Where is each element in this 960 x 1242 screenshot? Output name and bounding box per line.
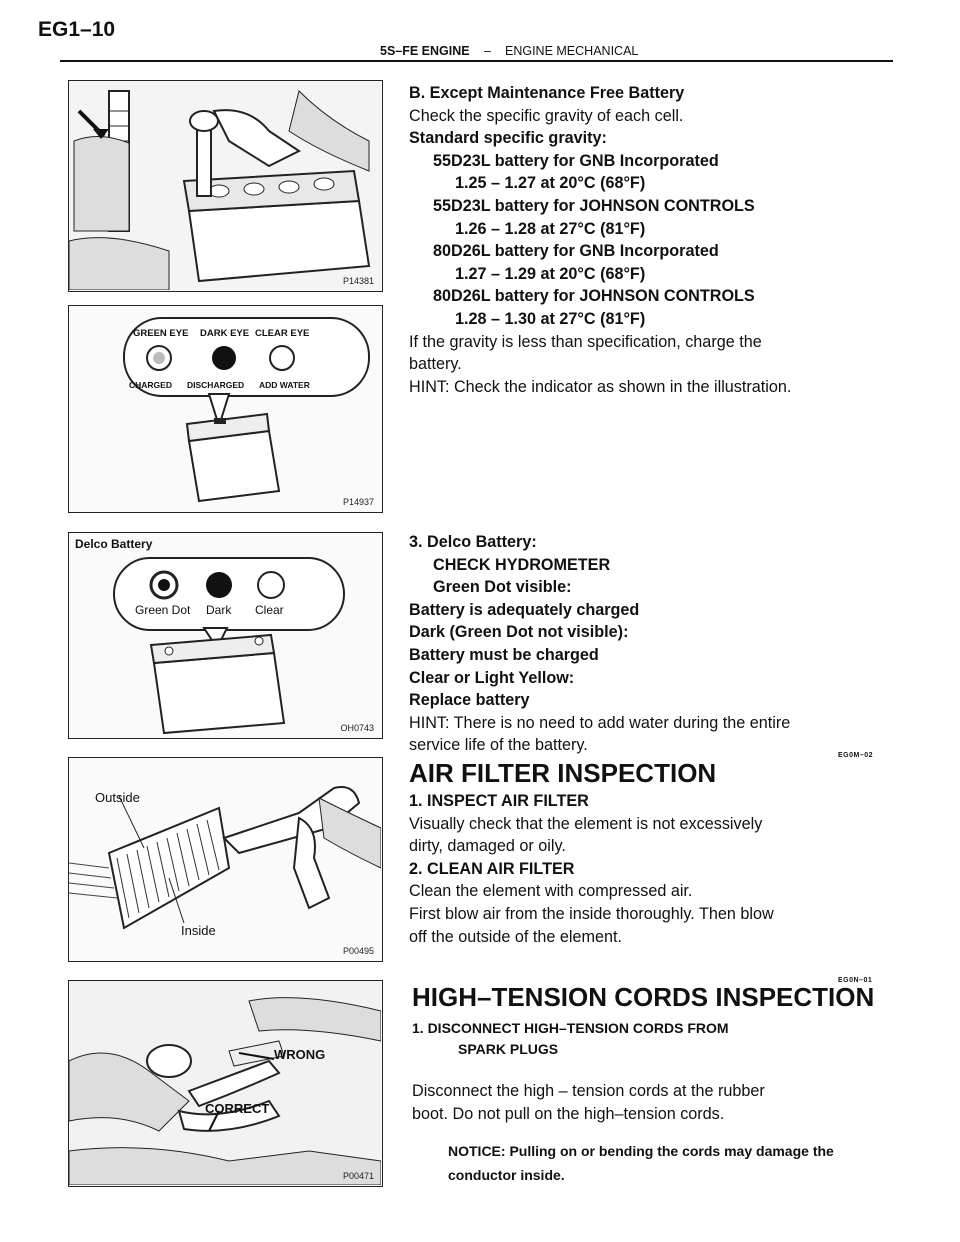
figure-code: OH0743 (340, 723, 374, 733)
label-charged: CHARGED (129, 380, 172, 390)
label-wrong: WRONG (274, 1047, 326, 1062)
cords-notice: NOTICE: Pulling on or bending the cords … (448, 1143, 834, 1160)
cords-section: HIGH–TENSION CORDS INSPECTION 1. DISCONN… (412, 982, 874, 1187)
cords-notice: conductor inside. (448, 1167, 565, 1184)
figure-code: P14937 (342, 497, 374, 507)
air-filter-line: dirty, damaged or oily. (409, 837, 566, 856)
delco-hint: service life of the battery. (409, 736, 588, 755)
delco-line: Battery must be charged (409, 645, 599, 664)
header-engine: 5S–FE ENGINE (380, 44, 470, 58)
hydrometer-figure: P14381 (68, 80, 383, 292)
spec-name: 55D23L battery for JOHNSON CONTROLS (433, 196, 755, 215)
spec-name: 55D23L battery for GNB Incorporated (433, 151, 719, 170)
spec-value: 1.28 – 1.30 at 27°C (81°F) (455, 309, 646, 328)
header-rule (60, 60, 893, 62)
air-filter-line: Visually check that the element is not e… (409, 814, 763, 833)
label-dark: Dark (206, 603, 232, 617)
delco-line: Clear or Light Yellow: (409, 668, 575, 687)
label-green-dot: Green Dot (135, 603, 191, 617)
delco-sub: Green Dot visible: (433, 578, 572, 597)
label-inside: Inside (181, 923, 216, 938)
spec-value: 1.27 – 1.29 at 20°C (68°F) (455, 264, 646, 283)
delco-line: Dark (Green Dot not visible): (409, 623, 629, 642)
indicator-figure: GREEN EYE DARK EYE CLEAR EYE CHARGED DIS… (68, 305, 383, 513)
label-correct: CORRECT (205, 1101, 270, 1116)
air-filter-figure: Outside Inside P00495 (68, 757, 383, 962)
hydrometer-illustration (69, 81, 381, 290)
cords-figure: WRONG CORRECT P00471 (68, 980, 383, 1187)
delco-line: Replace battery (409, 691, 530, 710)
delco-section: 3. Delco Battery: CHECK HYDROMETER Green… (409, 531, 790, 757)
figure-code: P00471 (342, 1171, 374, 1181)
section-code-marker: EG0M–02 (838, 752, 874, 759)
spec-name: 80D26L battery for GNB Incorporated (433, 242, 719, 261)
cords-illustration (69, 981, 381, 1185)
cords-step: 1. DISCONNECT HIGH–TENSION CORDS FROM (412, 1020, 729, 1036)
std-label: Standard specific gravity: (409, 129, 607, 148)
header-separator: – (484, 44, 491, 58)
spec-value: 1.25 – 1.27 at 20°C (68°F) (455, 174, 646, 193)
battery-section: B. Except Maintenance Free Battery Check… (409, 82, 791, 398)
label-clear-eye: CLEAR EYE (255, 328, 310, 339)
delco-figure: Delco Battery Green Dot Dark Clear OH074… (68, 532, 383, 739)
spec-name: 80D26L battery for JOHNSON CONTROLS (433, 287, 755, 306)
cords-step: SPARK PLUGS (458, 1041, 559, 1057)
page-number: EG1–10 (38, 18, 116, 41)
delco-illustration (69, 533, 381, 737)
delco-hint: HINT: There is no need to add water duri… (409, 713, 791, 732)
battery-heading: B. Except Maintenance Free Battery (409, 84, 685, 102)
cords-body: Disconnect the high – tension cords at t… (412, 1082, 765, 1100)
cords-title: HIGH–TENSION CORDS INSPECTION (412, 982, 875, 1012)
delco-title: Delco Battery (75, 537, 153, 551)
label-outside: Outside (95, 790, 140, 805)
label-dark-eye: DARK EYE (200, 328, 250, 339)
figure-code: P14381 (342, 276, 374, 286)
air-filter-line: First blow air from the inside thoroughl… (409, 904, 774, 923)
cords-body: boot. Do not pull on the high–tension co… (412, 1104, 725, 1123)
air-filter-illustration (69, 758, 381, 960)
battery-line: Check the specific gravity of each cell. (409, 106, 684, 125)
air-filter-line: Clean the element with compressed air. (409, 882, 693, 901)
delco-sub: CHECK HYDROMETER (433, 555, 611, 574)
air-filter-section: AIR FILTER INSPECTION 1. INSPECT AIR FIL… (409, 758, 774, 948)
figure-code: P00495 (342, 946, 374, 956)
spec-value: 1.26 – 1.28 at 27°C (81°F) (455, 219, 646, 238)
battery-note: If the gravity is less than specificatio… (409, 332, 762, 351)
label-add-water: ADD WATER (259, 380, 310, 390)
section-code-marker: EG0N–01 (838, 977, 873, 984)
label-discharged: DISCHARGED (187, 380, 245, 390)
label-clear: Clear (255, 603, 284, 617)
header-section: ENGINE MECHANICAL (505, 44, 639, 58)
battery-note: battery. (409, 355, 462, 374)
indicator-illustration (69, 306, 381, 511)
delco-heading: 3. Delco Battery: (409, 533, 537, 551)
delco-line: Battery is adequately charged (409, 600, 640, 619)
air-filter-line: off the outside of the element. (409, 927, 622, 946)
battery-hint: HINT: Check the indicator as shown in th… (409, 377, 792, 396)
air-filter-title: AIR FILTER INSPECTION (409, 758, 717, 788)
label-green-eye: GREEN EYE (133, 328, 189, 339)
air-filter-step: 1. INSPECT AIR FILTER (409, 792, 589, 810)
air-filter-step: 2. CLEAN AIR FILTER (409, 859, 575, 878)
